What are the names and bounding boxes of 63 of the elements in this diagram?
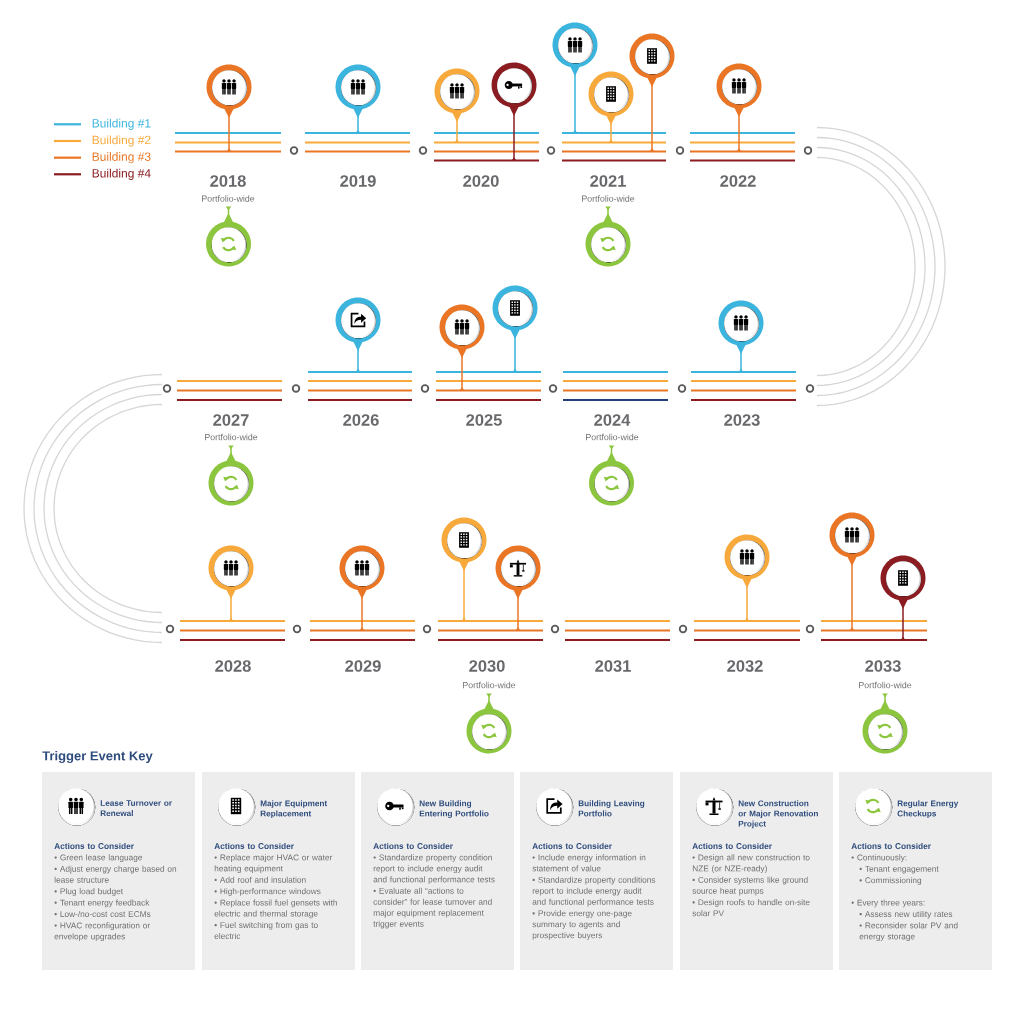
scope-label: Portfolio-wide: [582, 195, 635, 202]
bullet-item: • Low-/no-cost cost ECMs: [54, 910, 151, 917]
bullet-item: • Provide energy one-page summary to agents and prospective buyers: [532, 910, 632, 940]
year-label: 2026: [343, 414, 379, 426]
bullet-item: • Include energy information in statement of value: [532, 854, 646, 872]
bullet-item: • Consider systems like ground source heat pumps: [692, 876, 808, 896]
bullet-item: • Design all new construction to NZE (or NZE-ready): [692, 854, 810, 873]
year-label: 2020: [463, 175, 499, 187]
bullet-item: • Commissioning: [859, 877, 922, 885]
year-label: 2027: [213, 414, 249, 426]
bullet-item: • Standardize property conditions report to include energy audit and functional performance tests: [532, 876, 656, 907]
bullet-item: • Assess new utility rates: [859, 910, 953, 919]
year-label: 2018: [210, 175, 246, 187]
scope-label: Portfolio-wide: [463, 681, 516, 689]
scope-label: Portfolio-wide: [859, 681, 912, 689]
bullet-item: • Standardize property condition report to include energy audit and functional performance tests: [373, 854, 495, 884]
scope-label: Portfolio-wide: [202, 195, 255, 202]
card-title: Regular Energy Checkups: [897, 800, 959, 819]
legend-label: Building #3: [92, 152, 151, 164]
year-label: 2021: [590, 175, 626, 187]
legend-label: Building #1: [92, 118, 151, 130]
subheading: Actions to Consider: [373, 842, 453, 849]
bullet-item: • Replace fossil fuel gensets with electric and thermal storage: [214, 899, 337, 919]
scope-label: Portfolio-wide: [586, 433, 639, 441]
card-title: Lease Turnover or Renewal: [100, 800, 172, 817]
subheading: Actions to Consider: [692, 842, 772, 849]
card-title: New Construction or Major Renovation Project: [738, 800, 818, 829]
year-label: 2033: [865, 660, 901, 672]
year-label: 2028: [215, 660, 251, 672]
card-title: Building Leaving Portfolio: [578, 800, 645, 817]
year-label: 2019: [340, 175, 376, 187]
year-label: 2024: [594, 414, 631, 426]
bullet-item: • Tenant engagement: [859, 866, 939, 874]
year-label: 2032: [727, 660, 763, 672]
subheading: Actions to Consider: [214, 842, 294, 849]
bullet-item: • Add roof and insulation: [214, 876, 306, 883]
legend-label: Building #2: [92, 135, 151, 147]
subheading: Actions to Consider: [54, 842, 134, 849]
year-label: 2030: [469, 660, 505, 672]
scope-label: Portfolio-wide: [205, 433, 258, 441]
bullet-item: • HVAC reconfiguration or envelope upgrades: [54, 922, 150, 941]
card-title: Major Equipment Replacement: [260, 800, 328, 819]
bullet-item: • Fuel switching from gas to electric: [214, 921, 318, 939]
bullet-item: • Tenant energy feedback: [54, 899, 150, 908]
legend-label: Building #4: [92, 168, 151, 180]
bullet-item: • High-performance windows: [214, 888, 321, 896]
year-label: 2029: [345, 660, 381, 672]
year-label: 2031: [595, 660, 631, 672]
card-title: New Building Entering Portfolio: [419, 800, 489, 819]
bullet-item: • Green lease language: [54, 854, 143, 862]
bullet-item: • Evaluate all “actions to consider” for lease turnover and major equipment replacement trigger events: [373, 887, 492, 929]
year-label: 2023: [724, 414, 760, 426]
bullet-item: • Replace major HVAC or water heating equipment: [214, 854, 333, 873]
bullet-item: • Reconsider solar PV and energy storage: [859, 922, 958, 941]
subheading: Actions to Consider: [851, 842, 931, 849]
year-label: 2022: [720, 175, 756, 187]
year-label: 2025: [466, 414, 502, 426]
bullet-item: • Every three years:: [851, 899, 925, 908]
subheading: Actions to Consider: [532, 842, 612, 849]
bullet-item: • Continuously:: [851, 854, 907, 862]
bullet-item: • Adjust energy charge based on lease structure: [54, 865, 177, 883]
bullet-item: • Plug load budget: [54, 888, 123, 896]
bullet-item: • Design roofs to handle on-site solar PV: [692, 899, 810, 917]
